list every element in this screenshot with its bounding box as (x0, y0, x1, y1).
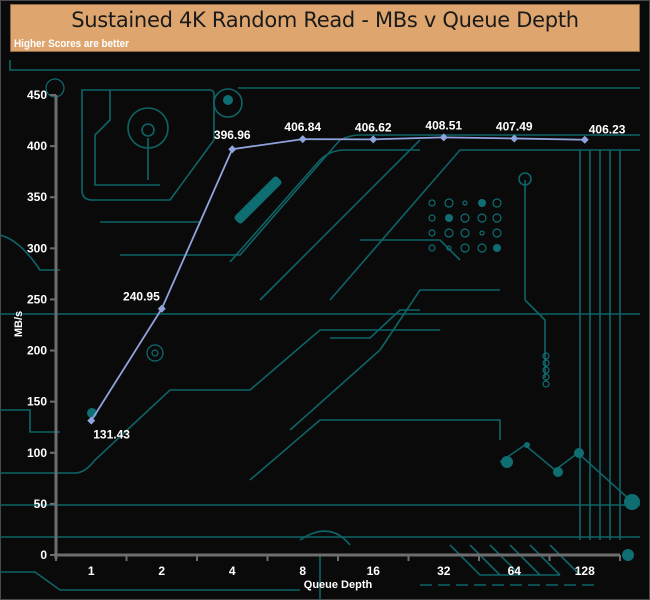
x-tick-label: 32 (437, 564, 451, 578)
x-tick-label: 128 (575, 564, 595, 578)
data-point-marker (87, 416, 96, 425)
y-tick-label: 300 (27, 241, 47, 255)
data-label: 406.84 (284, 120, 321, 134)
chart-subtitle: Higher Scores are better (14, 38, 130, 50)
y-tick-label: 250 (27, 292, 47, 306)
data-point-marker (298, 135, 307, 144)
y-axis-title: MB/s (13, 311, 25, 337)
y-tick-label: 200 (27, 344, 47, 358)
y-tick-label: 100 (27, 446, 47, 460)
y-tick-label: 400 (27, 139, 47, 153)
chart-header: Sustained 4K Random Read - MBs v Queue D… (10, 4, 640, 52)
x-tick-label: 8 (299, 564, 306, 578)
y-tick-label: 50 (34, 497, 48, 511)
y-axis-ticks: 0 50 100 150 200 250 300 350 400 450 (27, 88, 56, 562)
data-point-marker (439, 133, 448, 142)
data-point-marker (369, 135, 378, 144)
chart-title: Sustained 4K Random Read - MBs v Queue D… (71, 8, 579, 32)
series-line (90, 136, 585, 422)
data-point-marker (580, 135, 589, 144)
y-tick-label: 0 (40, 548, 47, 562)
data-label: 406.23 (589, 123, 626, 137)
data-point-marker (157, 304, 166, 313)
series-group (87, 133, 589, 425)
x-tick-label: 1 (88, 564, 95, 578)
data-label: 396.96 (214, 128, 251, 142)
y-tick-label: 350 (27, 190, 47, 204)
data-label: 131.43 (93, 428, 130, 442)
x-axis-ticks: 1 2 4 8 16 32 64 128 (55, 555, 621, 578)
data-label: 406.62 (355, 120, 392, 134)
data-label: 240.95 (123, 290, 160, 304)
x-tick-label: 2 (158, 564, 165, 578)
x-tick-label: 4 (229, 564, 236, 578)
axes (54, 95, 620, 559)
data-label: 408.51 (425, 118, 462, 132)
x-tick-label: 64 (508, 564, 522, 578)
x-axis-title: Queue Depth (304, 579, 373, 591)
data-point-marker (228, 145, 237, 154)
y-tick-label: 450 (27, 88, 47, 102)
y-tick-label: 150 (27, 395, 47, 409)
data-point-marker (510, 134, 519, 143)
data-label: 407.49 (496, 119, 533, 133)
data-labels: 131.43 240.95 396.96 406.84 406.62 408.51 407.… (93, 118, 626, 441)
x-tick-label: 16 (367, 564, 381, 578)
